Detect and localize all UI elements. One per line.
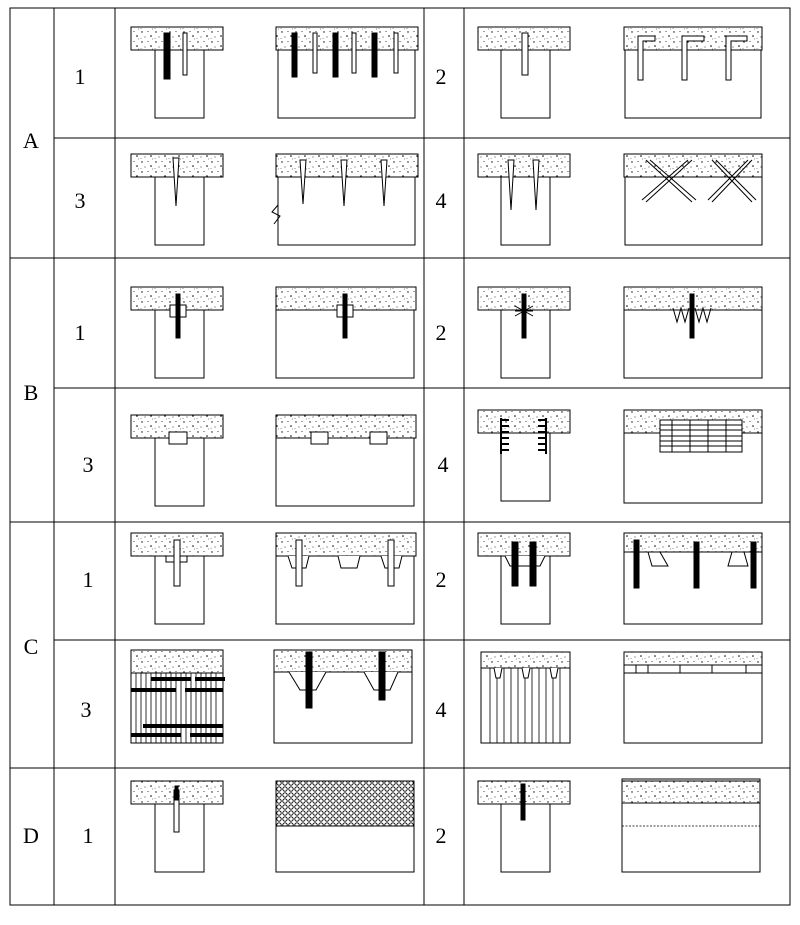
row-number-a1: 1 xyxy=(75,64,86,89)
diagram-c3-section xyxy=(130,649,225,744)
group-label-d: D xyxy=(23,823,39,848)
diagram-a3-elevation xyxy=(271,153,419,246)
diagram-b4-elevation xyxy=(623,409,763,504)
row-number-c3: 3 xyxy=(81,697,92,722)
diagram-c1-elevation xyxy=(275,532,417,625)
group-label-c: C xyxy=(24,634,39,659)
table-grid xyxy=(9,7,791,906)
diagram-b3-section xyxy=(130,414,224,507)
diagram-b2-elevation xyxy=(623,286,763,379)
diagram-b3-elevation xyxy=(275,414,417,507)
diagram-a1-elevation xyxy=(275,26,419,119)
row-number-a4: 4 xyxy=(436,188,447,213)
diagram-a2-section xyxy=(477,26,571,119)
diagram-d1-elevation xyxy=(275,780,415,873)
diagram-b1-section xyxy=(130,286,224,379)
diagram-a2-elevation xyxy=(623,26,763,119)
group-label-b: B xyxy=(24,380,39,405)
diagram-c4-section xyxy=(480,651,571,744)
row-number-c2: 2 xyxy=(436,567,447,592)
diagram-a4-elevation xyxy=(623,153,763,246)
diagram-a4-section xyxy=(477,153,571,246)
diagram-c2-elevation xyxy=(623,532,763,625)
row-number-b2: 2 xyxy=(436,320,447,345)
row-number-a3: 3 xyxy=(75,188,86,213)
row-number-b4: 4 xyxy=(438,452,449,477)
diagram-d2-elevation xyxy=(621,778,761,873)
group-label-a: A xyxy=(23,128,39,153)
diagram-a1-section xyxy=(130,26,224,119)
diagram-c2-section xyxy=(477,532,571,625)
diagram-d1-section xyxy=(130,780,224,873)
row-number-b1: 1 xyxy=(75,320,86,345)
diagram-d2-section xyxy=(477,780,571,873)
diagram-b4-section xyxy=(477,409,571,502)
row-number-c1: 1 xyxy=(83,567,94,592)
diagram-c4-elevation xyxy=(623,651,763,744)
row-number-c4: 4 xyxy=(436,697,447,722)
row-number-d1: 1 xyxy=(83,823,94,848)
row-number-b3: 3 xyxy=(83,452,94,477)
diagram-c3-elevation xyxy=(273,649,413,744)
row-number-a2: 2 xyxy=(436,64,447,89)
diagram-c1-section xyxy=(130,532,224,625)
diagram-b1-elevation xyxy=(275,286,417,379)
row-number-d2: 2 xyxy=(436,823,447,848)
diagram-b2-section xyxy=(477,286,571,379)
diagram-a3-section xyxy=(130,153,224,246)
